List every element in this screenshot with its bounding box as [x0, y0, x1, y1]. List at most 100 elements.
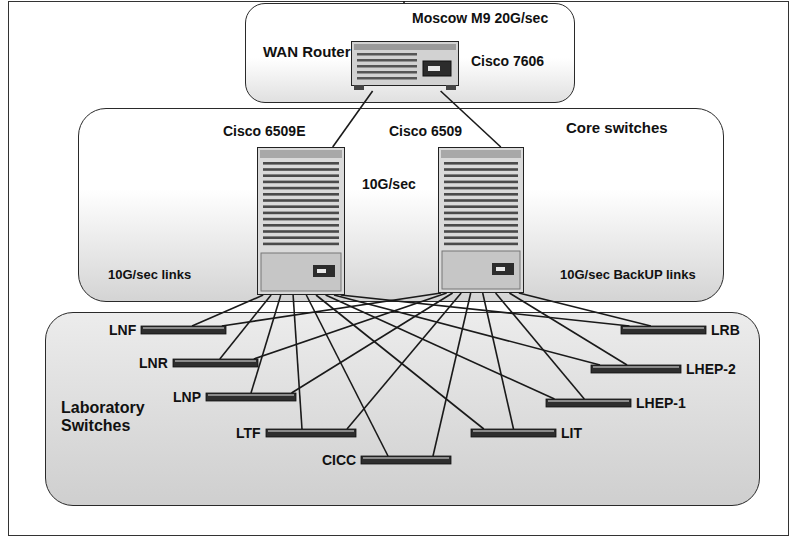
lab-switch-node: LHEP-1 — [546, 399, 631, 407]
switch-bar-icon — [621, 326, 706, 334]
switch-bar-highlight — [593, 366, 679, 368]
switch-slot — [263, 236, 339, 239]
switch-bar-body — [206, 393, 296, 401]
switch-bar-body — [546, 399, 631, 407]
router-slot — [357, 59, 417, 62]
lab-switch-label: LHEP-1 — [636, 395, 686, 411]
switch-logo-panel — [313, 265, 335, 277]
switch-chassis-icon — [257, 147, 345, 295]
router-chassis — [352, 42, 459, 86]
switch-top-cap — [260, 150, 342, 158]
lab-switch-label: LNP — [173, 389, 201, 405]
switch-bar-highlight — [623, 327, 704, 329]
lab-switch-node: LTF — [266, 429, 356, 437]
region-heading: WAN Router — [263, 43, 351, 60]
lab-switch-label: LNF — [109, 322, 136, 338]
lab-switch-node: LIT — [471, 429, 556, 437]
core-switch-node: Cisco 6509 — [438, 147, 524, 293]
switch-slot — [444, 181, 518, 184]
lab-switch-node: LNR — [173, 359, 258, 367]
switch-slot — [444, 243, 518, 246]
switch-chassis — [439, 148, 524, 293]
switch-slot — [444, 187, 518, 190]
switch-bar-body — [361, 456, 451, 464]
switch-slot — [444, 230, 518, 233]
switch-slot — [444, 212, 518, 215]
router-logo-panel — [423, 61, 451, 76]
switch-bar-highlight — [268, 430, 354, 432]
switch-bar-body — [141, 326, 226, 334]
link-type-label: 10G/sec links — [108, 268, 191, 283]
lab-switch-label: LHEP-2 — [686, 361, 736, 377]
switch-slot — [263, 181, 339, 184]
switch-slot — [263, 243, 339, 246]
switch-bar-icon — [141, 326, 226, 334]
core-switch-node: Cisco 6509E — [257, 147, 345, 295]
router-slot — [357, 53, 417, 56]
router-logo — [428, 66, 440, 71]
switch-bar-body — [591, 365, 681, 373]
switch-slot — [444, 174, 518, 177]
switch-slot — [444, 218, 518, 221]
switch-bar-icon — [591, 365, 681, 373]
switch-slot — [444, 162, 518, 165]
switch-slot — [263, 174, 339, 177]
region-heading: Laboratory Switches — [61, 399, 161, 436]
router-slot — [357, 71, 417, 74]
router-foot — [354, 85, 364, 90]
switch-bar-icon — [361, 456, 451, 464]
switch-slot — [444, 193, 518, 196]
switch-slot — [444, 224, 518, 227]
lab-switch-label: LNR — [139, 355, 168, 371]
router-foot — [446, 85, 456, 90]
switch-bar-highlight — [548, 400, 629, 402]
switch-bar-icon — [173, 359, 258, 367]
link-speed-label: 10G/sec — [362, 176, 416, 192]
lab-region: Laboratory Switches LNF LNR LNP LTF CICC LIT LH… — [45, 312, 760, 506]
router-node: Cisco 7606 — [351, 41, 459, 91]
lab-switch-node: LRB — [621, 326, 706, 334]
lab-switch-label: CICC — [322, 452, 356, 468]
switch-bar-body — [471, 429, 556, 437]
lab-switch-node: LNF — [141, 326, 226, 334]
lab-switch-node: LNP — [206, 393, 296, 401]
switch-slot — [444, 205, 518, 208]
switch-logo — [317, 269, 326, 273]
switch-chassis-icon — [438, 147, 524, 293]
region-heading: Core switches — [566, 119, 668, 136]
switch-lower-panel — [261, 253, 341, 291]
router-top-band — [354, 44, 456, 50]
switch-bar-highlight — [143, 327, 224, 329]
switch-bar-icon — [266, 429, 356, 437]
device-label: Cisco 7606 — [471, 53, 544, 69]
switch-slot — [263, 193, 339, 196]
lab-switch-label: LIT — [561, 425, 582, 441]
switch-bar-body — [266, 429, 356, 437]
switch-logo — [496, 267, 505, 271]
switch-slot — [444, 236, 518, 239]
device-label: Cisco 6509E — [223, 123, 306, 139]
switch-slot — [263, 212, 339, 215]
router-slot — [357, 77, 417, 80]
switch-slot — [444, 168, 518, 171]
router-icon — [351, 41, 459, 91]
lab-switch-node: LHEP-2 — [591, 365, 681, 373]
switch-slot — [263, 205, 339, 208]
switch-bar-icon — [471, 429, 556, 437]
switch-top-cap — [441, 150, 521, 158]
lab-switch-label: LRB — [711, 322, 740, 338]
outer-frame — [9, 2, 789, 536]
switch-slot — [263, 230, 339, 233]
switch-slot — [444, 199, 518, 202]
router-slot — [357, 65, 417, 68]
switch-bar-highlight — [363, 457, 449, 459]
switch-logo-panel — [492, 263, 514, 275]
switch-slot — [263, 199, 339, 202]
switch-bar-body — [621, 326, 706, 334]
lab-switch-node: CICC — [361, 456, 451, 464]
device-label: Cisco 6509 — [389, 123, 462, 139]
switch-bar-icon — [206, 393, 296, 401]
switch-slot — [263, 224, 339, 227]
switch-slot — [263, 218, 339, 221]
